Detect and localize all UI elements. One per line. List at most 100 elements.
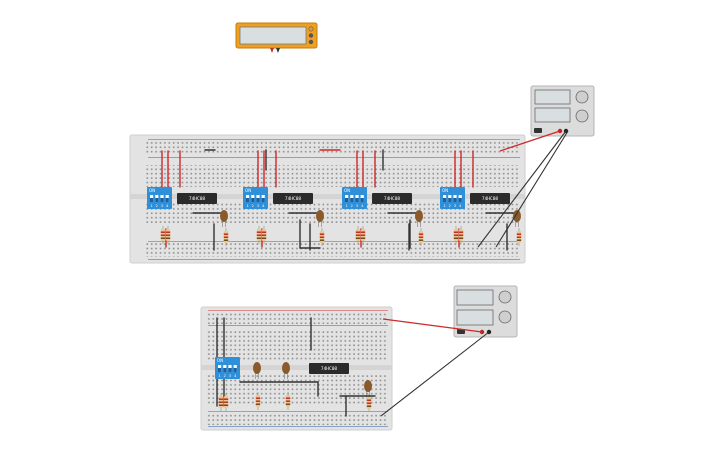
chip-label: 74HC08 (482, 196, 499, 202)
ic-chip[interactable]: 74HC08 (273, 193, 313, 204)
dip-number: 4 (234, 374, 237, 378)
led[interactable] (415, 210, 423, 227)
power-switch-icon[interactable] (534, 128, 542, 133)
dip-toggle-knob (150, 198, 154, 202)
wire-black[interactable] (380, 331, 490, 417)
resistor[interactable] (360, 226, 366, 244)
resistor[interactable] (319, 228, 325, 246)
resistor[interactable] (261, 226, 267, 244)
dip-number: 3 (257, 204, 259, 208)
terminal-strip-top[interactable] (146, 165, 518, 187)
resistor[interactable] (366, 394, 372, 412)
resistor[interactable] (516, 228, 522, 246)
dip-toggle-knob (443, 198, 447, 202)
dip-toggle-knob (165, 198, 169, 202)
voltage-display (534, 89, 571, 105)
ic-chip[interactable]: 74HC08 (309, 363, 349, 374)
multimeter[interactable] (235, 22, 318, 53)
current-knob-icon[interactable] (575, 109, 589, 123)
wire-black[interactable] (477, 130, 567, 248)
dip-toggle-knob (448, 198, 452, 202)
dip-number: 4 (459, 204, 462, 208)
wire-black[interactable] (495, 130, 569, 248)
resistor[interactable] (355, 226, 361, 244)
ic-chip[interactable]: 74HC08 (470, 193, 510, 204)
resistor[interactable] (160, 226, 166, 244)
dip-toggle-knob (218, 368, 222, 372)
led[interactable] (513, 210, 521, 227)
center-channel (201, 365, 392, 370)
breadboard-small[interactable] (200, 306, 393, 431)
current-knob-icon[interactable] (498, 310, 512, 324)
terminal-strip-bottom[interactable] (146, 202, 518, 224)
multimeter-display (239, 26, 307, 45)
dip-on-label: ON (442, 188, 448, 193)
wire-red[interactable] (499, 130, 561, 152)
dip-toggle-knob (345, 198, 349, 202)
voltage-knob-icon[interactable] (498, 290, 512, 304)
current-display (456, 309, 494, 326)
led[interactable] (316, 210, 324, 227)
dip-toggle-knob (350, 198, 354, 202)
ic-chip[interactable]: 74HC08 (372, 193, 412, 204)
multimeter-port-icon[interactable] (308, 33, 314, 38)
resistor[interactable] (255, 392, 261, 410)
ic-chip[interactable]: 74HC08 (177, 193, 217, 204)
power-rail-top[interactable] (206, 312, 386, 324)
resistor[interactable] (418, 228, 424, 246)
chip-label: 74HC08 (285, 196, 302, 202)
dip-number: 2 (351, 204, 353, 208)
breadboard-large[interactable] (129, 134, 526, 264)
resistor[interactable] (458, 226, 464, 244)
resistor[interactable] (256, 226, 262, 244)
dip-toggle-knob (355, 198, 359, 202)
multimeter-knob-icon[interactable] (308, 26, 314, 32)
power-supply-bottom[interactable] (453, 285, 518, 338)
probe-black-icon[interactable] (276, 48, 280, 53)
power-rail-bottom[interactable] (146, 243, 518, 257)
resistor[interactable] (223, 393, 229, 411)
dip-number: 3 (161, 204, 163, 208)
dip-number: 1 (345, 204, 347, 208)
dip-toggle-knob (233, 368, 237, 372)
power-rail-top[interactable] (146, 141, 518, 155)
dip-toggle-knob (228, 368, 232, 372)
dip-number: 3 (454, 204, 456, 208)
dip-number: 4 (262, 204, 265, 208)
supply-leads[interactable] (380, 130, 569, 417)
dip-number: 2 (252, 204, 254, 208)
dip-toggle-knob (458, 198, 462, 202)
power-rail-bottom[interactable] (206, 413, 386, 425)
multimeter-port-icon[interactable] (308, 39, 314, 45)
resistor[interactable] (453, 226, 459, 244)
dip-toggle-knob (155, 198, 159, 202)
power-supply-top[interactable] (530, 85, 595, 137)
led[interactable] (220, 210, 228, 227)
led[interactable] (253, 362, 261, 379)
dip-number: 2 (449, 204, 451, 208)
terminal-strip-top[interactable] (206, 331, 386, 361)
dip-number: 3 (356, 204, 358, 208)
resistor[interactable] (218, 393, 224, 411)
power-switch-icon[interactable] (457, 329, 465, 334)
dip-on-label: ON (217, 358, 223, 363)
wire-red[interactable] (382, 318, 483, 333)
dip-toggle-knob (160, 198, 164, 202)
dip-on-label: ON (245, 188, 251, 193)
probe-red-icon[interactable] (270, 48, 274, 53)
resistor[interactable] (165, 226, 171, 244)
resistor[interactable] (285, 392, 291, 410)
voltage-knob-icon[interactable] (575, 90, 589, 104)
resistor[interactable] (223, 228, 229, 246)
dip-on-label: ON (344, 188, 350, 193)
chip-label: 74HC08 (321, 366, 338, 372)
dip-number: 2 (156, 204, 158, 208)
led[interactable] (282, 362, 290, 379)
